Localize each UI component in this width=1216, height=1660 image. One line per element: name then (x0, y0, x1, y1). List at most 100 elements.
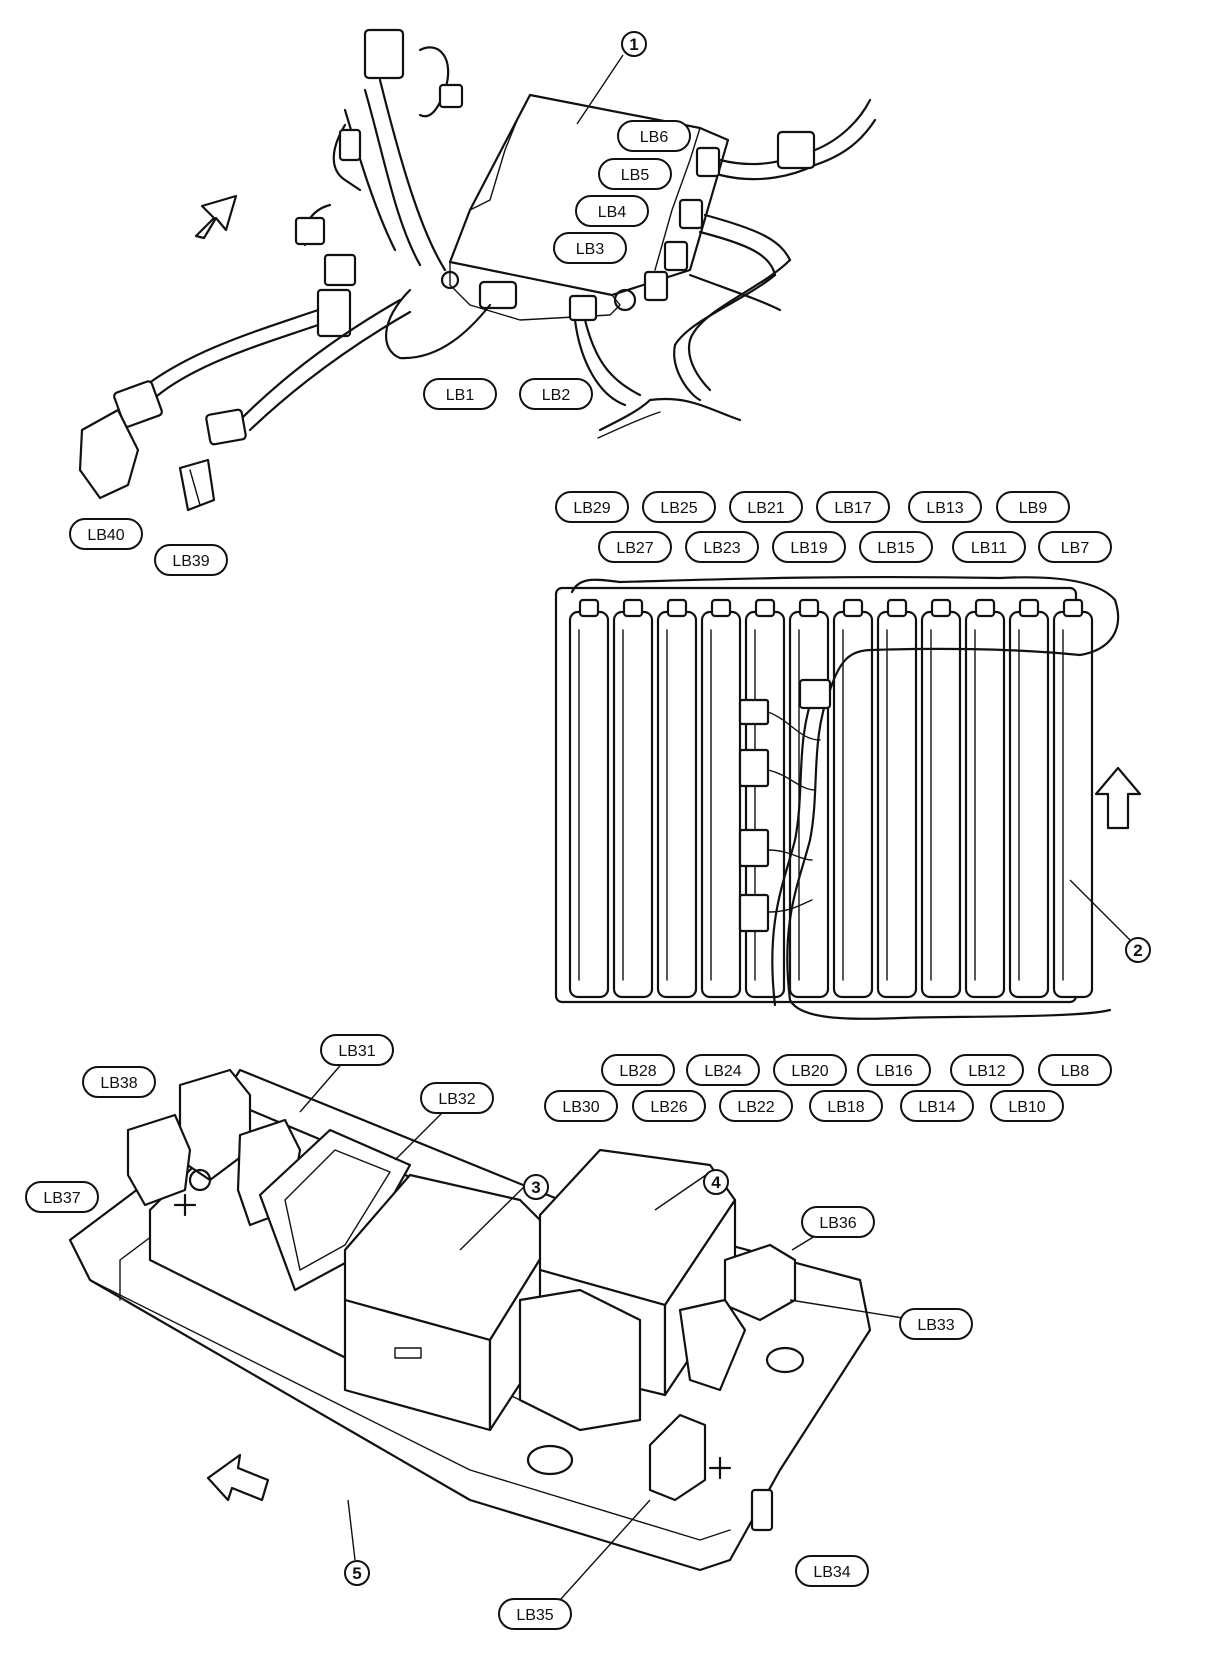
label-text-lb4: LB4 (598, 204, 627, 221)
label-lb13: LB13 (908, 491, 982, 523)
label-lb18: LB18 (809, 1090, 883, 1122)
label-text-lb5: LB5 (621, 167, 650, 184)
label-text-lb17: LB17 (834, 500, 871, 517)
battery-stack-assembly (554, 575, 1131, 1020)
label-lb4: LB4 (575, 195, 649, 227)
label-lb20: LB20 (773, 1054, 847, 1086)
label-lb31: LB31 (320, 1034, 394, 1066)
arrow-up-icon (1094, 766, 1142, 830)
label-text-lb32: LB32 (438, 1091, 475, 1108)
label-lb21: LB21 (729, 491, 803, 523)
label-lb19: LB19 (772, 531, 846, 563)
label-lb17: LB17 (816, 491, 890, 523)
label-lb1: LB1 (423, 378, 497, 410)
label-text-lb6: LB6 (640, 129, 669, 146)
svg-text:1: 1 (629, 35, 638, 54)
label-lb22: LB22 (719, 1090, 793, 1122)
label-lb38: LB38 (82, 1066, 156, 1098)
label-text-lb39: LB39 (172, 553, 209, 570)
battery-cell (700, 610, 742, 999)
label-lb37: LB37 (25, 1181, 99, 1213)
battery-cell (656, 610, 698, 999)
label-lb35: LB35 (498, 1598, 572, 1630)
callout-4: 4 (703, 1169, 729, 1195)
label-lb7: LB7 (1038, 531, 1112, 563)
label-text-lb19: LB19 (790, 540, 827, 557)
svg-text:5: 5 (352, 1564, 361, 1583)
label-text-lb33: LB33 (917, 1317, 954, 1334)
label-text-lb9: LB9 (1019, 500, 1048, 517)
label-lb12: LB12 (950, 1054, 1024, 1086)
control-module-assembly (78, 28, 877, 512)
callout-3: 3 (523, 1174, 549, 1200)
label-lb2: LB2 (519, 378, 593, 410)
callout-1: 1 (621, 31, 647, 57)
label-lb40: LB40 (69, 518, 143, 550)
label-lb8: LB8 (1038, 1054, 1112, 1086)
label-text-lb37: LB37 (43, 1190, 80, 1207)
callout-5: 5 (344, 1560, 370, 1586)
label-text-lb14: LB14 (918, 1099, 955, 1116)
label-text-lb24: LB24 (704, 1063, 741, 1080)
label-lb28: LB28 (601, 1054, 675, 1086)
label-text-lb35: LB35 (516, 1607, 553, 1624)
label-lb32: LB32 (420, 1082, 494, 1114)
label-text-lb29: LB29 (573, 500, 610, 517)
label-text-lb3: LB3 (576, 241, 605, 258)
battery-cell (1008, 610, 1050, 999)
battery-cell (744, 610, 786, 999)
label-lb6: LB6 (617, 120, 691, 152)
label-text-lb20: LB20 (791, 1063, 828, 1080)
label-lb10: LB10 (990, 1090, 1064, 1122)
battery-cell (876, 610, 918, 999)
label-text-lb18: LB18 (827, 1099, 864, 1116)
label-lb24: LB24 (686, 1054, 760, 1086)
label-lb30: LB30 (544, 1090, 618, 1122)
label-lb25: LB25 (642, 491, 716, 523)
label-text-lb12: LB12 (968, 1063, 1005, 1080)
label-text-lb8: LB8 (1061, 1063, 1090, 1080)
label-text-lb7: LB7 (1061, 540, 1090, 557)
callout-2: 2 (1125, 937, 1151, 963)
label-text-lb28: LB28 (619, 1063, 656, 1080)
label-text-lb13: LB13 (926, 500, 963, 517)
label-lb39: LB39 (154, 544, 228, 576)
label-lb36: LB36 (801, 1206, 875, 1238)
label-text-lb2: LB2 (542, 387, 571, 404)
label-text-lb16: LB16 (875, 1063, 912, 1080)
arrow-left-icon (206, 1453, 270, 1502)
battery-cell (1052, 610, 1094, 999)
label-lb9: LB9 (996, 491, 1070, 523)
label-lb5: LB5 (598, 158, 672, 190)
svg-text:3: 3 (531, 1178, 540, 1197)
battery-cell (920, 610, 962, 999)
label-lb29: LB29 (555, 491, 629, 523)
junction-box-assembly (68, 1059, 904, 1601)
label-text-lb36: LB36 (819, 1215, 856, 1232)
battery-cell (964, 610, 1006, 999)
label-text-lb38: LB38 (100, 1075, 137, 1092)
svg-text:4: 4 (711, 1173, 721, 1192)
label-text-lb27: LB27 (616, 540, 653, 557)
svg-text:2: 2 (1133, 941, 1142, 960)
label-text-lb10: LB10 (1008, 1099, 1045, 1116)
label-lb33: LB33 (899, 1308, 973, 1340)
label-text-lb40: LB40 (87, 527, 124, 544)
label-text-lb26: LB26 (650, 1099, 687, 1116)
label-lb27: LB27 (598, 531, 672, 563)
label-lb14: LB14 (900, 1090, 974, 1122)
label-text-lb31: LB31 (338, 1043, 375, 1060)
label-lb11: LB11 (952, 531, 1026, 563)
label-lb15: LB15 (859, 531, 933, 563)
label-text-lb25: LB25 (660, 500, 697, 517)
battery-cell (568, 610, 610, 999)
label-lb16: LB16 (857, 1054, 931, 1086)
label-text-lb11: LB11 (971, 540, 1007, 557)
label-lb23: LB23 (685, 531, 759, 563)
label-text-lb15: LB15 (877, 540, 914, 557)
label-lb34: LB34 (795, 1555, 869, 1587)
label-lb3: LB3 (553, 232, 627, 264)
label-text-lb23: LB23 (703, 540, 740, 557)
